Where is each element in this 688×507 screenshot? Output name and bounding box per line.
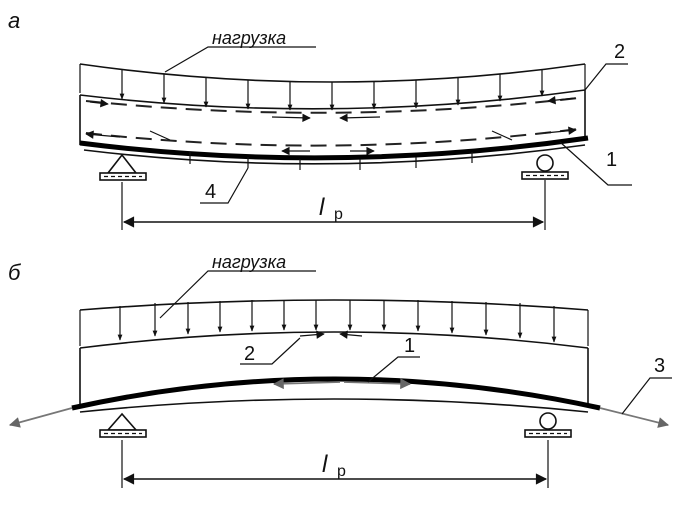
panel-a-load-arrows	[79, 64, 586, 111]
panel-a-callout-4: 4	[205, 181, 216, 203]
panel-a-reinforcement-1	[79, 135, 589, 161]
panel-a-load-top	[79, 63, 586, 83]
panel-b-callout-1: 1	[404, 335, 415, 357]
panel-a-ties-4	[189, 152, 473, 170]
panel-b-callout-2-leader	[240, 337, 301, 365]
panel-a-load-label: нагрузка	[212, 28, 286, 48]
panel-a-callout-4-leader	[200, 167, 249, 204]
panel-b-beam-bottom	[79, 398, 589, 413]
panel-b-callout-3-leader	[621, 377, 672, 415]
panel-a-letter: а	[8, 8, 20, 33]
panel-b-letter: б	[8, 260, 22, 285]
panel-a-span-subscript: р	[334, 206, 343, 223]
panel-a-callout-1: 1	[606, 149, 617, 171]
panel-b-span-symbol: l	[322, 451, 328, 478]
panel-b-callout-2: 2	[244, 343, 255, 365]
panel-b-load-arrows	[79, 300, 589, 346]
panel-b-beam-top	[79, 331, 589, 349]
panel-b: б нагрузка	[8, 252, 672, 488]
panel-a: а нагрузка	[8, 8, 632, 230]
panel-b-tendon-right-arrow	[599, 407, 670, 428]
panel-a-callout-2-leader	[584, 63, 628, 91]
panel-b-callout-1-leader	[367, 356, 420, 383]
panel-a-callout-1-leader	[559, 141, 632, 186]
panel-b-load-top	[79, 299, 589, 311]
panel-a-callout-2: 2	[614, 41, 625, 63]
panel-b-reinforcement	[71, 376, 601, 411]
panel-b-load-label: нагрузка	[212, 252, 286, 272]
panel-a-dashed-line-lower	[85, 128, 579, 147]
panel-a-pin-support	[99, 153, 147, 181]
panel-b-span-subscript: р	[337, 463, 346, 480]
panel-b-pin-support	[99, 412, 147, 438]
panel-b-tendon-left-arrow	[8, 407, 73, 428]
panel-b-load-leader	[159, 270, 316, 319]
panel-a-roller-support	[521, 154, 569, 180]
panel-a-load-leader	[164, 46, 316, 73]
panel-a-beam-bottom	[83, 144, 586, 165]
panel-a-span-symbol: l	[319, 194, 325, 221]
panel-b-roller-support	[524, 412, 572, 438]
panel-b-callout-3: 3	[654, 355, 665, 377]
